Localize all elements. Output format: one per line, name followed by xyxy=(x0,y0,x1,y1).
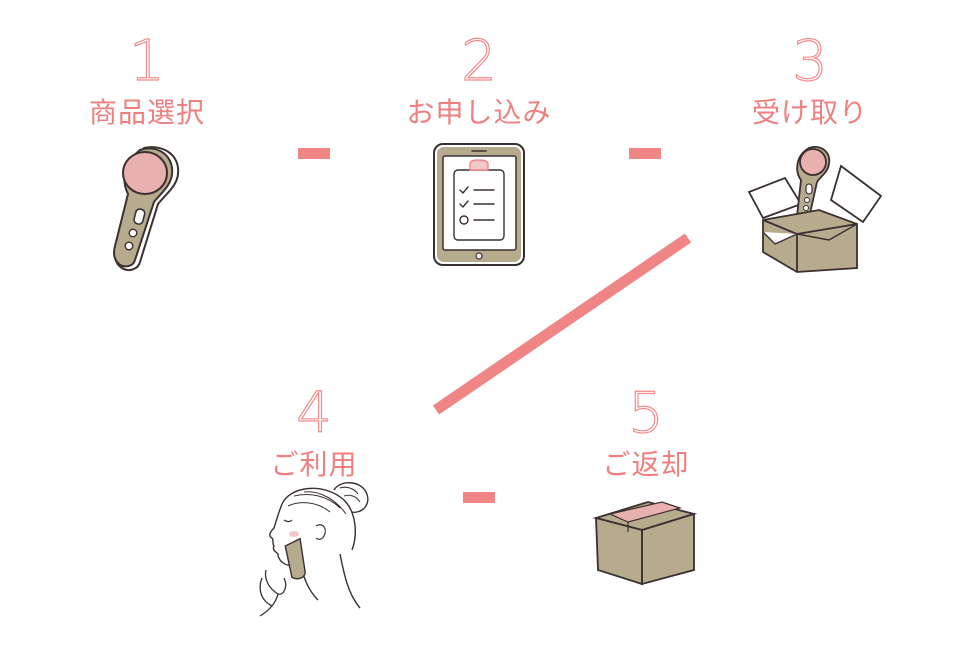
step-number: 5 xyxy=(628,381,665,446)
step-number: 4 xyxy=(296,381,333,446)
step-1: 1 商品選択 xyxy=(47,29,247,130)
closed-box-icon xyxy=(592,501,698,586)
step-label: お申し込み xyxy=(406,96,552,129)
step-number: 3 xyxy=(792,29,829,94)
step-number: 1 xyxy=(129,29,166,94)
step-label: 受け取り xyxy=(751,96,868,129)
step-4: 4 ご利用 xyxy=(214,381,414,482)
tablet-checklist-icon xyxy=(433,143,525,266)
step-label: ご返却 xyxy=(602,448,690,481)
step-3: 3 受け取り xyxy=(710,29,910,130)
step-5: 5 ご返却 xyxy=(546,381,746,482)
connector-dash-4-5 xyxy=(463,492,495,503)
open-box-device-icon xyxy=(747,146,883,273)
connector-dash-1-2 xyxy=(298,148,330,159)
beauty-device-icon xyxy=(113,146,180,271)
step-number: 2 xyxy=(461,29,498,94)
connector-dash-2-3 xyxy=(629,148,661,159)
step-label: ご利用 xyxy=(270,448,358,481)
step-label: 商品選択 xyxy=(88,96,205,129)
woman-using-device-icon xyxy=(259,482,369,617)
step-2: 2 お申し込み xyxy=(379,29,579,130)
